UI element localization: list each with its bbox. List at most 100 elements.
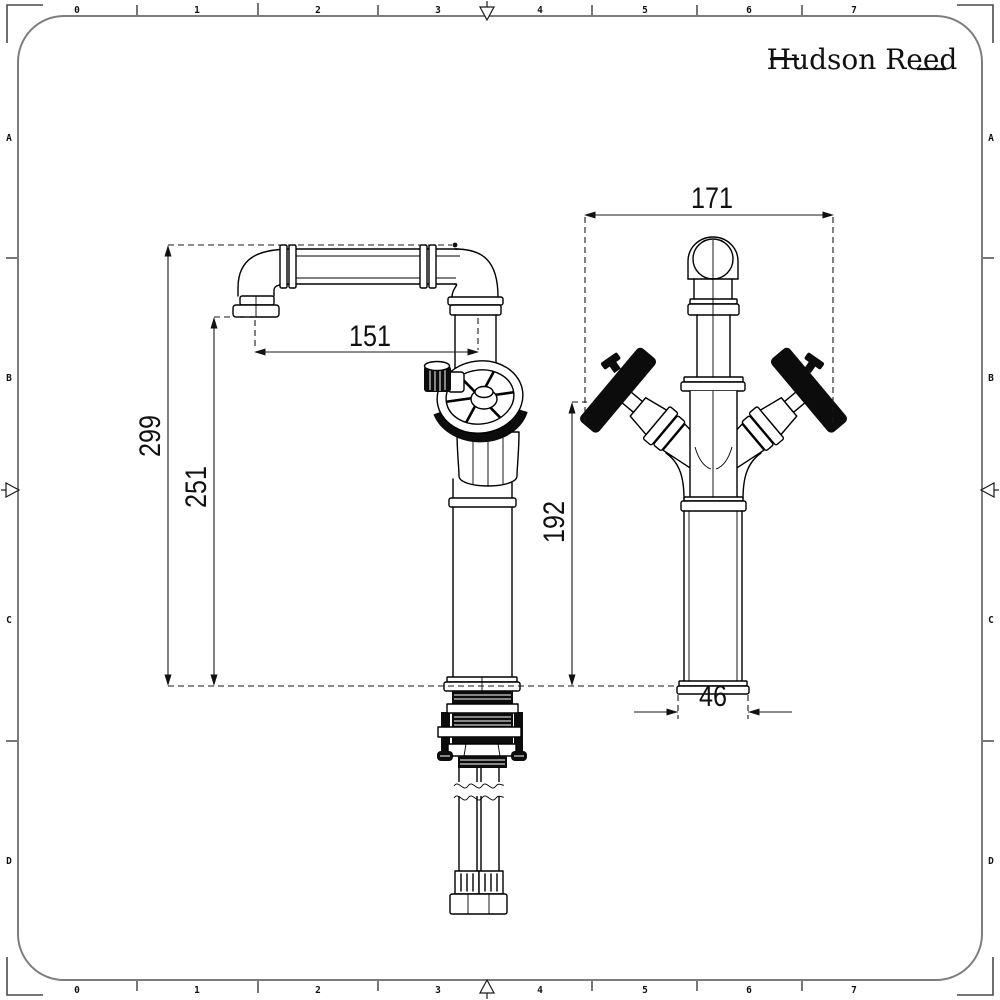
ruler-top-ticks [136, 3, 803, 15]
dim-spout-reach: 151 [254, 320, 479, 356]
ruler-bottom-0: 0 [74, 985, 80, 996]
dome-outer-profile [687, 236, 739, 280]
datum-spout-top-dot [452, 242, 458, 248]
ruler-right-ticks [983, 257, 994, 742]
lower-ring [680, 500, 747, 512]
mid-flange-lip [683, 376, 744, 383]
corner-mark-bottom-right [957, 957, 994, 996]
locking-nut-1 [446, 703, 519, 714]
dim-base-width: 46 [634, 680, 792, 716]
ruler-left: A B C D [6, 133, 17, 867]
drawing-border [17, 15, 983, 981]
left-handle-screw-icon [600, 352, 621, 374]
ruler-bottom-ticks [136, 981, 803, 993]
threaded-shank-3 [452, 737, 513, 744]
corner-mark-top-right [957, 4, 994, 43]
ruler-left-a: A [6, 133, 12, 144]
wheel-rim-shadow [433, 407, 528, 443]
ruler-top-2: 2 [315, 5, 321, 16]
brand-name: Hudson Reed [767, 43, 958, 76]
hose-break-wave-2 [453, 795, 505, 801]
spout-coupling-left [279, 244, 297, 289]
ruler-left-b: B [6, 373, 12, 384]
spout-coupling-right [419, 244, 437, 289]
ruler-top-1: 1 [194, 5, 200, 16]
brand-logo: Hudson Reed [767, 43, 958, 76]
mounting-hardware [437, 691, 527, 768]
ruler-right-c: C [988, 615, 994, 626]
hex-nut [447, 743, 517, 757]
ruler-bottom-2: 2 [315, 985, 321, 996]
ruler-left-ticks [6, 257, 17, 742]
dim-251-label: 251 [180, 466, 213, 508]
valve-body-fill [690, 391, 737, 499]
dim-299-label: 299 [134, 415, 167, 457]
spout-right-elbow-inner [451, 283, 458, 298]
left-inner-curve [694, 446, 712, 470]
ruler-top-3: 3 [435, 5, 441, 16]
neck-ring-lower [687, 303, 740, 316]
side-knob-body [424, 366, 451, 392]
ruler-top-4: 4 [537, 5, 543, 16]
center-mark-top-icon [478, 1, 496, 22]
spout-outlet-band [239, 295, 275, 306]
dim-overall-height: 299 [134, 245, 172, 686]
spout-right-elbow-outer [454, 248, 499, 298]
side-view-faucet [232, 244, 528, 915]
ruler-bottom-6: 6 [746, 985, 752, 996]
center-mark-bottom-icon [478, 978, 496, 999]
wheel-handle [423, 360, 528, 443]
ruler-top-6: 6 [746, 5, 752, 16]
threaded-shank-4 [458, 756, 507, 768]
right-inner-curve [715, 446, 733, 470]
column-top-ring-lower [449, 304, 502, 316]
dim-handle-top-height: 192 [538, 402, 576, 686]
hex-nut-facet-2 [497, 743, 501, 757]
flexible-hoses [449, 767, 508, 915]
dim-overall-width: 171 [584, 182, 834, 219]
right-cross-handle-bar [770, 347, 847, 433]
right-handle-screw-icon [804, 352, 825, 374]
right-merge-curve [742, 452, 762, 500]
left-cross-handle-bar [580, 347, 657, 433]
neck-ring-upper [689, 298, 738, 305]
dim-151-label: 151 [349, 320, 391, 353]
ruler-bottom-4: 4 [537, 985, 543, 996]
ruler-right-a: A [988, 133, 994, 144]
ruler-right: A B C D [983, 133, 994, 867]
ruler-top-5: 5 [642, 5, 648, 16]
ruler-right-d: D [988, 856, 994, 867]
ruler-left-d: D [6, 856, 12, 867]
ruler-bottom-5: 5 [642, 985, 648, 996]
ruler-top-7: 7 [851, 5, 857, 16]
ruler-bottom: 0 1 2 3 4 5 6 7 [74, 981, 857, 996]
wheel-hub-cap [474, 385, 494, 399]
hose-break-wave-1 [453, 783, 505, 789]
hose-hex-fitting [449, 893, 508, 915]
hose-break-gap [453, 782, 505, 796]
side-knob-top [423, 360, 451, 372]
front-base-flange [676, 685, 750, 695]
threaded-shank-1 [452, 691, 513, 704]
center-mark-left-icon [1, 481, 21, 499]
ruler-top: 0 1 2 3 4 5 6 7 [74, 3, 857, 16]
ruler-top-0: 0 [74, 5, 80, 16]
center-mark-right-icon [979, 481, 999, 499]
column-mid-ring [448, 497, 517, 508]
mounting-washer [437, 726, 522, 738]
dim-171-label: 171 [691, 182, 733, 215]
corner-mark-bottom-left [6, 957, 43, 996]
dimension-annotations: 299 251 151 171 192 [134, 182, 834, 719]
dim-46-label: 46 [699, 680, 727, 713]
front-view-faucet [580, 236, 847, 695]
corner-mark-top-left [6, 4, 43, 43]
column-top-ring-upper [447, 296, 504, 306]
ruler-bottom-1: 1 [194, 985, 200, 996]
dim-192-label: 192 [538, 501, 571, 543]
left-merge-curve [665, 452, 685, 500]
ruler-bottom-3: 3 [435, 985, 441, 996]
mid-flange [680, 381, 746, 392]
